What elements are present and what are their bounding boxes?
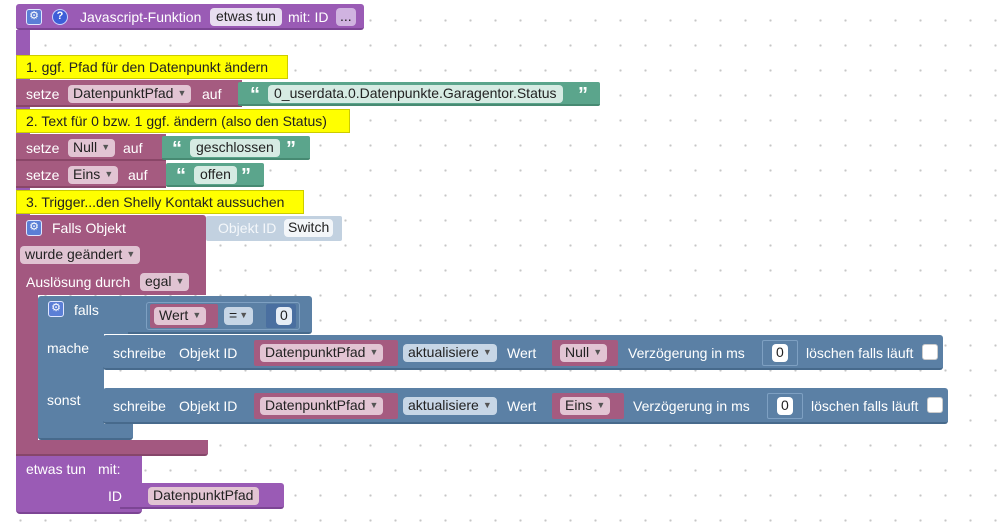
function-footer-label: etwas tun <box>26 461 86 477</box>
write-mode-dropdown-2[interactable]: aktualisiere▼ <box>403 397 497 415</box>
compare-operator-dropdown[interactable]: =▼ <box>224 307 254 325</box>
write-value-dropdown-2[interactable]: Eins▼ <box>560 397 611 415</box>
write-value-label-1: Wert <box>507 345 537 361</box>
trigger-footer <box>16 440 208 456</box>
set-to-2: auf <box>123 140 143 156</box>
if-footer <box>38 424 133 440</box>
if-body-frame <box>38 334 104 426</box>
gear-icon[interactable]: ⚙ <box>26 9 42 25</box>
help-icon[interactable]: ? <box>52 9 68 25</box>
trigger-by-label: Auslösung durch <box>26 274 131 290</box>
write-object-label-2: Objekt ID <box>179 398 238 414</box>
comment-text-1: 1. ggf. Pfad für den Datenpunkt ändern <box>26 59 269 75</box>
write-clear-label-1: löschen falls läuft <box>806 345 914 361</box>
write-value-dropdown-1[interactable]: Null▼ <box>560 344 608 362</box>
set-variable-dropdown-2[interactable]: Null▼ <box>68 139 116 157</box>
write-object-dropdown-1[interactable]: DatenpunktPfad▼ <box>260 344 384 362</box>
chevron-down-icon: ▼ <box>596 400 606 410</box>
function-more-button[interactable]: ... <box>336 8 356 26</box>
if-label: falls <box>74 302 99 318</box>
set-to-1: auf <box>202 86 222 102</box>
chevron-down-icon: ▼ <box>126 249 136 259</box>
gear-icon[interactable]: ⚙ <box>48 301 64 317</box>
text-value-field-2[interactable]: geschlossen <box>190 139 280 157</box>
open-quote-icon: “ <box>250 84 260 106</box>
trigger-body-frame <box>16 295 38 445</box>
object-id-value[interactable]: Switch <box>284 219 334 237</box>
trigger-event-dropdown[interactable]: wurde geändert▼ <box>20 246 141 264</box>
write-object-dropdown-2[interactable]: DatenpunktPfad▼ <box>260 397 384 415</box>
close-quote-icon: ” <box>286 138 296 160</box>
object-id-label: Objekt ID <box>218 220 277 236</box>
text-value-field-1[interactable]: 0_userdata.0.Datenpunkte.Garagentor.Stat… <box>268 85 563 103</box>
function-header-block[interactable] <box>16 4 364 30</box>
function-params-label: mit: ID <box>288 9 329 25</box>
chevron-down-icon: ▼ <box>101 142 111 152</box>
chevron-down-icon: ▼ <box>175 276 185 286</box>
comment-block-1[interactable] <box>16 55 288 79</box>
write-block-1[interactable] <box>103 335 943 370</box>
write-mode-dropdown-1[interactable]: aktualisiere▼ <box>403 344 497 362</box>
set-keyword-2: setze <box>26 140 60 156</box>
write-block-2[interactable] <box>103 388 948 424</box>
write-keyword-1: schreibe <box>113 345 166 361</box>
trigger-title: Falls Objekt <box>52 220 126 236</box>
write-value-label-2: Wert <box>507 398 537 414</box>
set-to-3: auf <box>128 167 148 183</box>
write-clear-checkbox-1[interactable] <box>922 344 938 360</box>
function-footer-with: mit: <box>98 461 121 477</box>
chevron-down-icon: ▼ <box>369 400 379 410</box>
chevron-down-icon: ▼ <box>482 347 492 357</box>
write-keyword-2: schreibe <box>113 398 166 414</box>
function-footer-id-label: ID <box>108 488 122 504</box>
do-label: mache <box>47 340 90 356</box>
write-clear-checkbox-2[interactable] <box>927 397 943 413</box>
write-delay-field-2[interactable]: 0 <box>777 397 793 415</box>
else-label: sonst <box>47 392 81 408</box>
close-quote-icon: ” <box>241 165 251 187</box>
compare-variable-dropdown[interactable]: Wert▼ <box>154 307 207 325</box>
comment-text-2: 2. Text für 0 bzw. 1 ggf. ändern (also d… <box>26 113 327 129</box>
function-footer-id-field[interactable]: DatenpunktPfad <box>148 487 260 505</box>
chevron-down-icon: ▼ <box>239 310 249 320</box>
set-keyword-1: setze <box>26 86 60 102</box>
chevron-down-icon: ▼ <box>192 310 202 320</box>
comment-text-3: 3. Trigger...den Shelly Kontakt aussuche… <box>26 194 285 210</box>
text-value-field-3[interactable]: offen <box>194 166 237 184</box>
open-quote-icon: “ <box>172 138 182 160</box>
trigger-by-dropdown[interactable]: egal▼ <box>140 273 190 291</box>
chevron-down-icon: ▼ <box>369 347 379 357</box>
chevron-down-icon: ▼ <box>482 400 492 410</box>
set-variable-dropdown-3[interactable]: Eins▼ <box>68 166 119 184</box>
comment-block-2[interactable] <box>16 109 350 133</box>
write-clear-label-2: löschen falls läuft <box>811 398 919 414</box>
set-keyword-3: setze <box>26 167 60 183</box>
write-delay-field-1[interactable]: 0 <box>772 344 788 362</box>
close-quote-icon: ” <box>578 84 588 106</box>
chevron-down-icon: ▼ <box>593 347 603 357</box>
write-delay-label-1: Verzögerung in ms <box>628 345 745 361</box>
function-name-field[interactable]: etwas tun <box>210 8 282 26</box>
chevron-down-icon: ▼ <box>104 169 114 179</box>
gear-icon[interactable]: ⚙ <box>26 220 42 236</box>
function-title: Javascript-Funktion <box>80 9 202 25</box>
set-variable-dropdown-1[interactable]: DatenpunktPfad▼ <box>68 85 192 103</box>
write-delay-label-2: Verzögerung in ms <box>633 398 750 414</box>
comment-block-3[interactable] <box>16 190 304 214</box>
write-object-label-1: Objekt ID <box>179 345 238 361</box>
open-quote-icon: “ <box>176 165 186 187</box>
chevron-down-icon: ▼ <box>177 88 187 98</box>
compare-number-field[interactable]: 0 <box>276 307 292 325</box>
